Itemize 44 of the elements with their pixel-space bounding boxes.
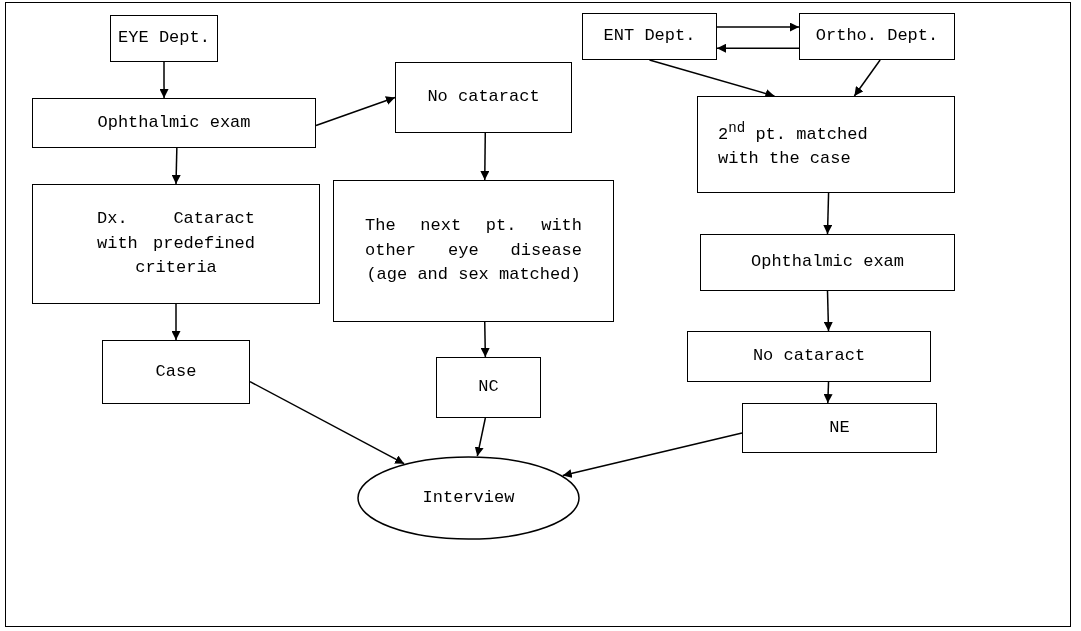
arrow [480,321,490,358]
arrow [171,147,181,185]
node-label: ENT Dept. [602,25,697,48]
arrow [315,96,396,127]
node-label: Interview [421,486,516,509]
node-label: Ortho. Dept. [814,25,940,48]
arrow [716,22,800,32]
process-box [697,96,955,193]
node-label: 2$^{nd}$ pt. matched with the case [718,118,869,170]
arrow [480,132,490,181]
node-label: No cataract [751,345,867,368]
arrow [823,290,833,332]
process-box [333,180,614,322]
arrow [249,380,405,465]
node-label: EYE Dept. [117,27,211,50]
node-label: Dx. Cataract with predefined criteria [97,208,255,280]
arrow [562,432,743,478]
department-box [582,13,717,60]
arrow [648,59,776,98]
node-label: Ophthalmic exam [750,251,905,274]
process-box [102,340,250,404]
node-label: No cataract [426,86,541,109]
node-label: The next pt. with other eye disease (age and sex matched) [365,215,582,287]
node-label: NE [828,416,851,439]
department-box [110,15,218,62]
arrow [823,192,833,235]
process-box [687,331,931,382]
arrow [474,417,487,457]
process-box [32,184,320,304]
process-box [32,98,316,148]
node-label: Case [154,360,198,383]
department-box [799,13,955,60]
arrow [171,303,181,341]
process-box [395,62,572,133]
arrow [716,43,800,53]
group-box [436,357,541,418]
process-box [700,234,955,291]
node-label: Ophthalmic exam [96,111,252,134]
node-label: NC [477,376,500,399]
arrow [853,59,881,97]
arrow [823,381,833,404]
group-box [742,403,937,453]
terminal-ellipse [357,456,580,540]
arrow [159,61,169,99]
